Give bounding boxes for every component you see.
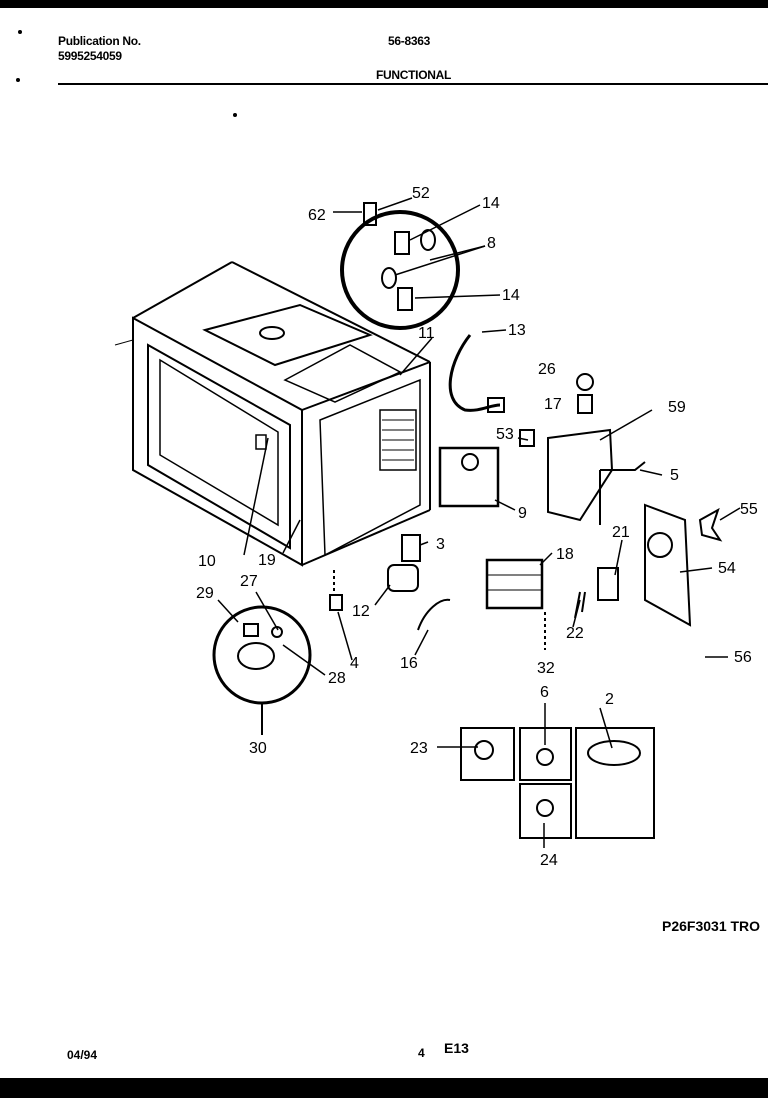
part-label: 54 (718, 560, 736, 577)
part-label: 23 (410, 740, 428, 757)
part-labels: 52 62 14 8 14 11 13 26 17 59 53 5 55 9 3… (196, 185, 758, 869)
part-label: 26 (538, 361, 556, 378)
publication-number: 5995254059 (58, 49, 122, 63)
detail-circle-hinge (340, 210, 460, 330)
part-label: 24 (540, 852, 558, 869)
part-label: 8 (487, 235, 496, 252)
bottom-border-bar (0, 1078, 768, 1098)
part-label: 6 (540, 684, 549, 701)
part-label: 9 (518, 505, 527, 522)
part-label: 12 (352, 603, 370, 620)
part-label: 13 (508, 322, 526, 339)
punch-mark (16, 78, 20, 82)
part-label: 62 (308, 207, 326, 224)
part-label: 11 (418, 325, 435, 342)
part-label: 18 (556, 546, 574, 563)
part-label: 55 (740, 501, 758, 518)
part-label: 30 (249, 740, 267, 757)
part-label: 5 (670, 467, 679, 484)
page-number: 4 (418, 1046, 425, 1060)
part-label: 52 (412, 185, 430, 202)
part-label: 14 (482, 195, 500, 212)
part-label: 21 (612, 524, 630, 541)
publication-label: Publication No. (58, 34, 141, 48)
section-title: FUNCTIONAL (376, 68, 451, 82)
cabinet-drawing (114, 261, 431, 567)
revision-date: 04/94 (67, 1048, 98, 1062)
part-label: 16 (400, 655, 418, 672)
part-label: 2 (605, 691, 614, 708)
part-label: 10 (198, 553, 216, 570)
part-label: 27 (240, 573, 258, 590)
part-label: 17 (544, 396, 562, 413)
part-label: 3 (436, 536, 445, 553)
part-label: 59 (668, 399, 686, 416)
punch-mark (233, 113, 237, 117)
diagram-code: P26F3031 TRO (662, 918, 761, 934)
part-label: 19 (258, 552, 276, 569)
part-label: 53 (496, 426, 514, 443)
part-label: 14 (502, 287, 520, 304)
part-label: 22 (566, 625, 584, 642)
part-label: 29 (196, 585, 214, 602)
part-label: 56 (734, 649, 752, 666)
top-border-bar (0, 0, 768, 8)
header-rule (58, 83, 768, 85)
model-number: 56-8363 (388, 34, 430, 48)
part-label: 32 (537, 660, 555, 677)
page-code: E13 (444, 1040, 469, 1056)
detail-circle-turntable (212, 605, 312, 705)
part-label: 4 (350, 655, 359, 672)
punch-mark (18, 30, 22, 34)
part-label: 28 (328, 670, 346, 687)
